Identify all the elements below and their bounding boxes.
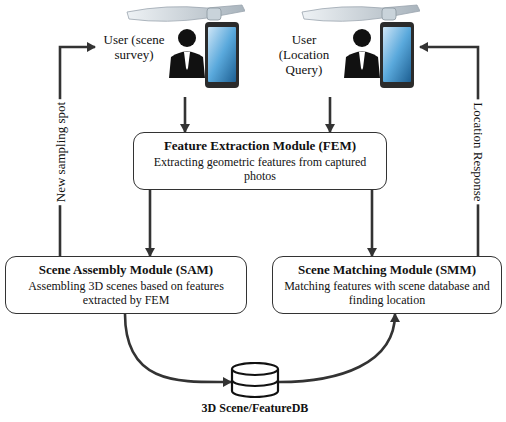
- module-box: Scene Matching Module (SMM)Matching feat…: [272, 256, 502, 314]
- database-label: 3D Scene/FeatureDB: [185, 401, 325, 415]
- flow-arrow: [329, 97, 332, 132]
- flow-arrow: [371, 190, 374, 256]
- module-box: Scene Assembly Module (SAM)Assembling 3D…: [5, 256, 247, 314]
- module-title: Scene Matching Module (SMM): [280, 262, 494, 278]
- module-description: Assembling 3D scenes based on features e…: [13, 279, 239, 307]
- user-figure: User (Location Query): [262, 2, 420, 97]
- module-title: Feature Extraction Module (FEM): [141, 138, 379, 154]
- edge-label: Location Response: [471, 99, 486, 204]
- edge-label: New sampling spot: [53, 98, 68, 204]
- flow-arrow: [279, 314, 395, 382]
- flow-arrow: [125, 314, 231, 382]
- flow-arrow: [184, 97, 187, 132]
- database-icon: [185, 362, 325, 398]
- user-label: User (scene survey): [103, 32, 165, 62]
- module-box: Feature Extraction Module (FEM)Extractin…: [133, 132, 387, 190]
- user-label: User (Location Query): [266, 32, 342, 77]
- flow-arrow: [149, 190, 152, 256]
- module-description: Matching features with scene database an…: [280, 279, 494, 307]
- user-figure: User (scene survey): [95, 2, 245, 97]
- module-title: Scene Assembly Module (SAM): [13, 262, 239, 278]
- module-description: Extracting geometric features from captu…: [141, 155, 379, 183]
- flow-arrow: [420, 47, 478, 256]
- database-cylinder: 3D Scene/FeatureDB: [185, 362, 325, 415]
